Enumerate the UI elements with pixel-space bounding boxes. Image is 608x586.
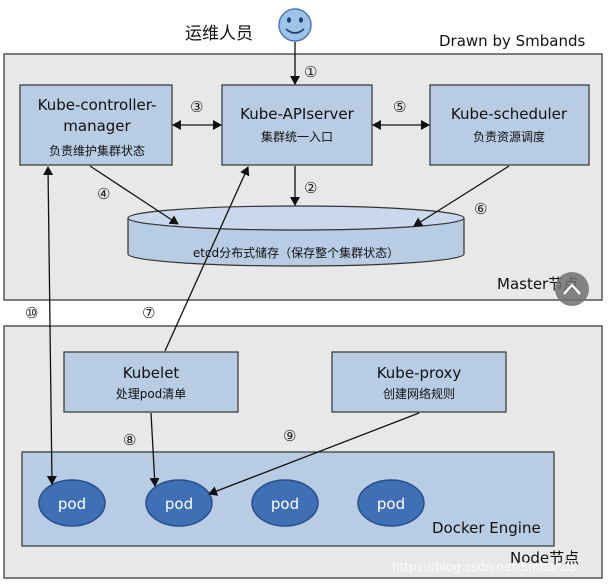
- step-2-label: ②: [304, 179, 317, 197]
- kube-proxy-box: Kube-proxy 创建网络规则: [331, 351, 507, 413]
- watermark-text: https://blog.csdn.net/Smbands: [392, 560, 576, 574]
- pod-4: pod: [357, 479, 425, 527]
- arrow-proxy-to-pod: [208, 412, 420, 496]
- pod-label: pod: [377, 495, 405, 513]
- step-6-label: ⑥: [474, 200, 487, 218]
- step-7-label: ⑦: [142, 304, 155, 322]
- pod-2: pod: [145, 479, 213, 527]
- apiserver-box: Kube-APIserver 集群统一入口: [221, 84, 373, 166]
- kubelet-box: Kubelet 处理pod清单: [63, 351, 239, 413]
- operator-label: 运维人员: [185, 24, 253, 44]
- scheduler-box: Kube-scheduler 负责资源调度: [429, 84, 590, 166]
- arrow-kubelet-to-pod: [149, 412, 160, 487]
- step-9-label: ⑨: [283, 427, 296, 445]
- apiserver-title: Kube-APIserver: [240, 105, 354, 123]
- operator-smiley-icon: [278, 8, 312, 42]
- pod-1: pod: [38, 479, 106, 527]
- etcd-storage-cylinder: etcd分布式储存（保存整个集群状态）: [127, 205, 465, 267]
- pod-label: pod: [58, 495, 86, 513]
- arrow-controller-pod: [43, 166, 57, 485]
- controller-title-line2: manager: [63, 117, 131, 135]
- step-5-label: ⑤: [393, 98, 406, 116]
- kubelet-title: Kubelet: [123, 364, 180, 382]
- arrow-controller-to-etcd: [89, 165, 179, 225]
- controller-desc: 负责维护集群状态: [49, 143, 145, 158]
- step-3-label: ③: [190, 98, 203, 116]
- controller-title-line1: Kube-controller-: [38, 96, 157, 114]
- step-8-label: ⑧: [123, 431, 136, 449]
- step-4-label: ④: [97, 185, 110, 203]
- apiserver-desc: 集群统一入口: [261, 129, 333, 144]
- node-label: Node节点: [510, 549, 579, 567]
- pod-3: pod: [251, 479, 319, 527]
- arrow-kubelet-to-apiserver: [164, 166, 250, 352]
- step-10-label: ⑩: [25, 304, 38, 322]
- controller-manager-box: Kube-controller- manager 负责维护集群状态: [19, 84, 173, 166]
- kubelet-desc: 处理pod清单: [116, 387, 187, 401]
- scroll-to-top-button[interactable]: [555, 272, 589, 306]
- docker-engine-label: Docker Engine: [432, 519, 541, 537]
- scheduler-title: Kube-scheduler: [451, 105, 568, 123]
- pod-label: pod: [165, 495, 193, 513]
- proxy-title: Kube-proxy: [377, 364, 462, 382]
- scheduler-desc: 负责资源调度: [473, 129, 545, 144]
- step-1-label: ①: [304, 63, 317, 81]
- chevron-up-icon: [563, 283, 581, 295]
- credit-text: Drawn by Smbands: [439, 32, 585, 50]
- arrow-scheduler-to-etcd: [413, 165, 510, 227]
- pod-label: pod: [271, 495, 299, 513]
- etcd-label: etcd分布式储存（保存整个集群状态）: [193, 245, 399, 260]
- proxy-desc: 创建网络规则: [383, 386, 455, 401]
